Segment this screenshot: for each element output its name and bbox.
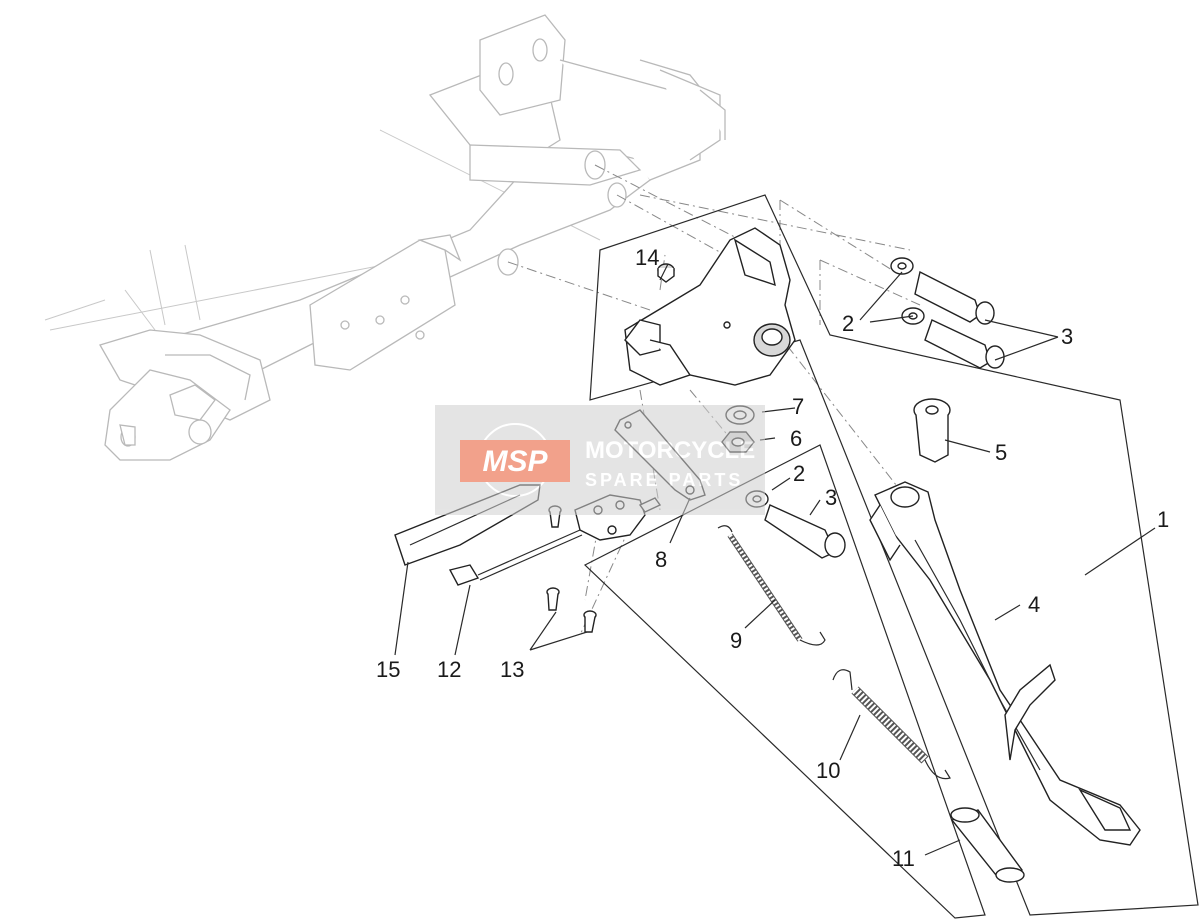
screws-13-b xyxy=(546,587,560,611)
motorcycle-frame xyxy=(44,14,726,461)
watermark: MSP MOTORCYCLE SPARE PARTS xyxy=(435,405,765,515)
callout-9: 9 xyxy=(730,628,742,653)
nut-14 xyxy=(657,263,675,283)
washer-2-top xyxy=(890,257,925,325)
stand-mounting-bracket xyxy=(624,227,796,386)
leader-lines xyxy=(394,263,1156,856)
bolt-3-lower xyxy=(764,504,846,559)
callout-13: 13 xyxy=(500,657,524,682)
watermark-line1: MOTORCYCLE xyxy=(585,437,755,464)
callout-3-top: 3 xyxy=(1061,324,1073,349)
spring-10 xyxy=(832,669,951,780)
callout-6: 6 xyxy=(790,426,802,451)
callout-2-top: 2 xyxy=(842,311,854,336)
callout-11: 11 xyxy=(892,846,915,871)
watermark-logo-box xyxy=(460,440,570,482)
callout-8: 8 xyxy=(655,547,667,572)
pivot-bolt-5 xyxy=(913,398,951,463)
callout-15: 15 xyxy=(376,657,400,682)
callout-12: 12 xyxy=(437,657,461,682)
watermark-logo: MSP xyxy=(482,445,548,478)
callout-14: 14 xyxy=(635,245,659,270)
spring-9 xyxy=(717,525,826,646)
bolt-3-top xyxy=(914,270,1005,369)
side-stand-4 xyxy=(869,481,1141,846)
callout-3-lower: 3 xyxy=(825,485,837,510)
callout-4: 4 xyxy=(1028,592,1040,617)
callout-7: 7 xyxy=(792,394,804,419)
rubber-sleeve-11 xyxy=(950,807,1025,883)
assembly-guide-lines xyxy=(507,164,921,636)
callout-10: 10 xyxy=(816,758,840,783)
callout-1: 1 xyxy=(1157,507,1169,532)
callout-5: 5 xyxy=(995,440,1007,465)
watermark-line2: SPARE PARTS xyxy=(585,470,743,490)
callout-2-lower: 2 xyxy=(793,461,805,486)
callout-labels: 1 2 2 3 3 4 5 6 7 8 9 10 11 12 13 14 15 xyxy=(376,245,1169,871)
